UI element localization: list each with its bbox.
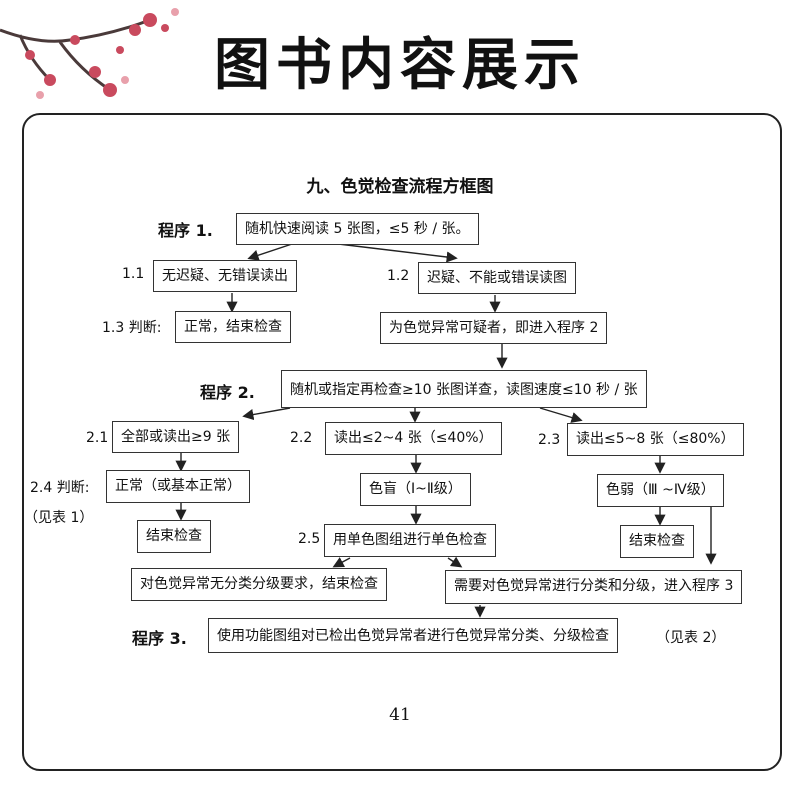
program-1-label: 程序 1. [158, 217, 213, 241]
step-2-2-number: 2.2 [290, 430, 312, 446]
no-requirement-box: 对色觉异常无分类分级要求，结束检查 [131, 568, 387, 601]
step-1-3-label: 1.3 判断: [102, 317, 161, 337]
program-3-box: 使用功能图组对已检出色觉异常者进行色觉异常分类、分级检查 [208, 618, 618, 653]
page-header-title: 图书内容展示 [0, 20, 800, 101]
step-2-3-box: 读出≤5~8 张（≤80%） [567, 423, 744, 456]
step-2-5-box: 用单色图组进行单色检查 [324, 524, 496, 557]
step-1-1-box: 无迟疑、无错误读出 [153, 260, 297, 292]
page-number: 41 [0, 705, 800, 725]
step-2-3-number: 2.3 [538, 432, 560, 448]
program-2-box: 随机或指定再检查≥10 张图详查，读图速度≤10 秒 / 张 [281, 370, 647, 408]
step-2-4-label: 2.4 判断: [30, 477, 89, 497]
step-2-4-note: （见表 1） [24, 507, 93, 527]
suspect-box: 为色觉异常可疑者，即进入程序 2 [380, 312, 607, 344]
program-3-label: 程序 3. [132, 625, 187, 649]
step-2-5-number: 2.5 [298, 531, 320, 547]
step-2-1-box: 全部或读出≥9 张 [112, 421, 239, 453]
step-2-1-number: 2.1 [86, 430, 108, 446]
need-classification-box: 需要对色觉异常进行分类和分级，进入程序 3 [445, 570, 742, 604]
program-1-box: 随机快速阅读 5 张图，≤5 秒 / 张。 [236, 213, 479, 245]
flowchart-title: 九、色觉检查流程方框图 [0, 172, 800, 197]
step-2-2-box: 读出≤2~4 张（≤40%） [325, 422, 502, 455]
color-weak-box: 色弱（Ⅲ ~Ⅳ级） [597, 474, 724, 507]
step-1-1-number: 1.1 [122, 266, 144, 282]
step-1-2-number: 1.2 [387, 268, 409, 284]
color-blind-box: 色盲（Ⅰ~Ⅱ级） [360, 473, 471, 506]
step-1-2-box: 迟疑、不能或错误读图 [418, 262, 576, 294]
end-check-right-box: 结束检查 [620, 525, 694, 558]
program-2-label: 程序 2. [200, 379, 255, 403]
step-1-3-box: 正常，结束检查 [175, 311, 291, 343]
normal-box: 正常（或基本正常） [106, 470, 250, 503]
end-check-left-box: 结束检查 [137, 520, 211, 553]
program-3-note: （见表 2） [656, 627, 725, 647]
